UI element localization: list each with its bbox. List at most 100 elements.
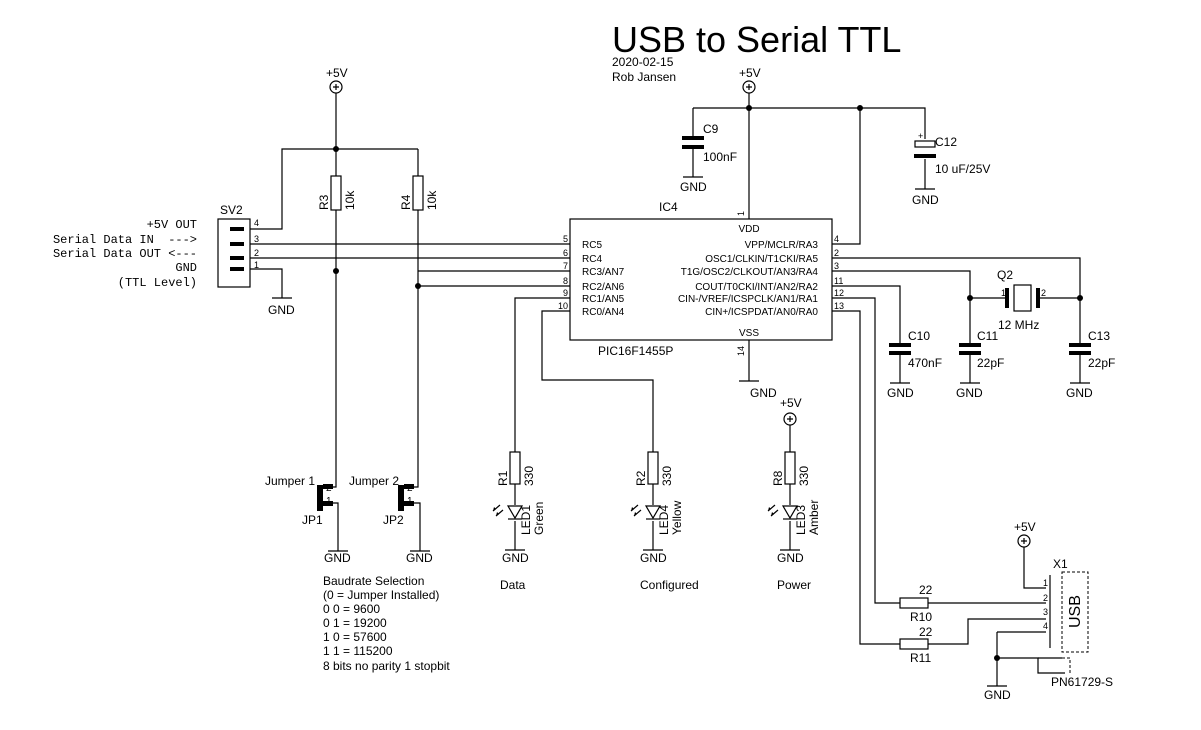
c11-value: 22pF <box>977 356 1004 370</box>
capacitor-c12: + C12 10 uF/25V <box>914 131 990 176</box>
svg-text:3: 3 <box>834 261 839 271</box>
led-led3: LED3 Amber Power <box>767 500 821 592</box>
sv2-label-5v: +5V OUT <box>147 218 197 232</box>
crystal-q2: Q2 12 MHz 1 2 <box>997 268 1046 332</box>
resistor-r11: 22 R11 <box>899 625 933 665</box>
ic4-part: PIC16F1455P <box>598 344 673 358</box>
ic4-pin-14: 14 <box>736 346 746 356</box>
r4-value: 10k <box>425 190 439 210</box>
led4-caption: Configured <box>640 578 699 592</box>
r1-name: R1 <box>496 470 510 486</box>
gnd-c12: GND <box>912 193 939 207</box>
led3-caption: Power <box>777 578 811 592</box>
svg-text:RC1/AN5: RC1/AN5 <box>582 294 625 305</box>
ic4-name: IC4 <box>659 200 678 214</box>
junction-dots <box>333 105 1083 661</box>
gnd-led3: GND <box>777 551 804 565</box>
sv2-label-rx: Serial Data IN ---> <box>53 233 197 247</box>
sv2-label-ttl: (TTL Level) <box>118 276 197 290</box>
r8-value: 330 <box>797 466 811 486</box>
sv2-pin-4: 4 <box>254 218 259 228</box>
supply-label: +5V <box>326 66 348 80</box>
sv2-label-tx: Serial Data OUT <--- <box>53 247 197 261</box>
c10-name: C10 <box>908 329 930 343</box>
svg-text:7: 7 <box>563 261 568 271</box>
r1-value: 330 <box>522 466 536 486</box>
c12-plus: + <box>918 131 923 141</box>
svg-text:RC4: RC4 <box>582 254 602 265</box>
gnd-c10: GND <box>887 386 914 400</box>
jp2-pin2: 2 <box>407 483 413 494</box>
c13-value: 22pF <box>1088 356 1115 370</box>
q2-pin2: 2 <box>1041 288 1046 298</box>
ic4-vss-label: VSS <box>739 328 759 339</box>
q2-value: 12 MHz <box>998 318 1039 332</box>
led-led4: LED4 Yellow Configured <box>630 500 699 592</box>
c12-value: 10 uF/25V <box>935 162 990 176</box>
svg-text:T1G/OSC2/CLKOUT/AN3/RA4: T1G/OSC2/CLKOUT/AN3/RA4 <box>681 267 819 278</box>
q2-name: Q2 <box>997 268 1013 282</box>
svg-text:RC3/AN7: RC3/AN7 <box>582 267 625 278</box>
ic4-pin-1: 1 <box>736 211 746 216</box>
gnd-c11: GND <box>956 386 983 400</box>
gnd-usb: GND <box>984 688 1011 702</box>
baudrate-notes: Baudrate Selection (0 = Jumper Installed… <box>323 574 450 673</box>
svg-text:COUT/T0CKI/INT/AN2/RA2: COUT/T0CKI/INT/AN2/RA2 <box>695 282 818 293</box>
sv2-pin-2: 2 <box>254 248 259 258</box>
gnd-jp2: GND <box>406 551 433 565</box>
r2-name: R2 <box>634 470 648 486</box>
svg-text:8 bits no parity 1 stopbit: 8 bits no parity 1 stopbit <box>323 659 450 673</box>
resistor-r2: R2 330 <box>634 451 674 486</box>
x1-part: PN61729-S <box>1051 675 1113 689</box>
gnd-led1: GND <box>502 551 529 565</box>
gnd-ic4: GND <box>750 386 777 400</box>
r4-name: R4 <box>399 194 413 210</box>
led3-color: Amber <box>807 500 821 535</box>
sv2-pin-3: 3 <box>254 234 259 244</box>
led1-caption: Data <box>500 578 526 592</box>
jp2-pin1: 1 <box>407 496 413 507</box>
x1-name: X1 <box>1053 557 1068 571</box>
jp2-label: Jumper 2 <box>349 474 399 488</box>
resistor-r4: R4 10k <box>399 175 439 211</box>
svg-text:6: 6 <box>563 248 568 258</box>
svg-text:OSC1/CLKIN/T1CKI/RA5: OSC1/CLKIN/T1CKI/RA5 <box>705 254 818 265</box>
svg-text:VPP/MCLR/RA3: VPP/MCLR/RA3 <box>745 240 819 251</box>
r11-name: R11 <box>910 651 931 665</box>
r3-name: R3 <box>317 194 331 210</box>
r11-value: 22 <box>919 625 933 639</box>
c9-value: 100nF <box>703 150 737 164</box>
svg-text:0 0 = 9600: 0 0 = 9600 <box>323 602 380 616</box>
resistor-r10: 22 R10 <box>899 583 933 624</box>
sv2-header: SV2 4 3 2 1 +5V OUT Serial Data IN ---> … <box>53 203 259 290</box>
svg-text:1 1 = 115200: 1 1 = 115200 <box>323 644 393 658</box>
capacitor-c11: C11 22pF <box>959 329 1004 370</box>
led1-name: LED1 <box>519 505 533 535</box>
supply-5v-led3: +5V <box>780 396 802 426</box>
q2-pin1: 1 <box>1001 288 1006 298</box>
jp1-name: JP1 <box>302 513 323 527</box>
svg-text:CIN+/ICSPDAT/AN0/RA0: CIN+/ICSPDAT/AN0/RA0 <box>705 307 818 318</box>
supply-label: +5V <box>739 66 761 80</box>
supply-5v-ic: +5V <box>739 66 761 94</box>
x1-pin-4: 4 <box>1043 621 1048 631</box>
svg-text:11: 11 <box>834 276 843 286</box>
led4-color: Yellow <box>670 500 684 535</box>
gnd-led4: GND <box>640 551 667 565</box>
schematic-title: USB to Serial TTL <box>612 19 901 60</box>
c10-value: 470nF <box>908 356 942 370</box>
supply-label: +5V <box>1014 520 1036 534</box>
x1-pin-1: 1 <box>1043 578 1048 588</box>
c12-name: C12 <box>935 135 957 149</box>
svg-text:4: 4 <box>834 234 839 244</box>
svg-text:12: 12 <box>834 288 844 298</box>
led1-color: Green <box>532 502 546 535</box>
led3-name: LED3 <box>794 505 808 535</box>
led-led1: LED1 Green Data <box>492 502 546 592</box>
svg-text:13: 13 <box>834 301 844 311</box>
schematic-date: 2020-02-15 <box>612 55 674 69</box>
svg-text:10: 10 <box>558 301 568 311</box>
gnd-jp1: GND <box>324 551 351 565</box>
ground-symbols: GND GND GND GND GND GND GND GND GND GND … <box>268 176 1093 702</box>
